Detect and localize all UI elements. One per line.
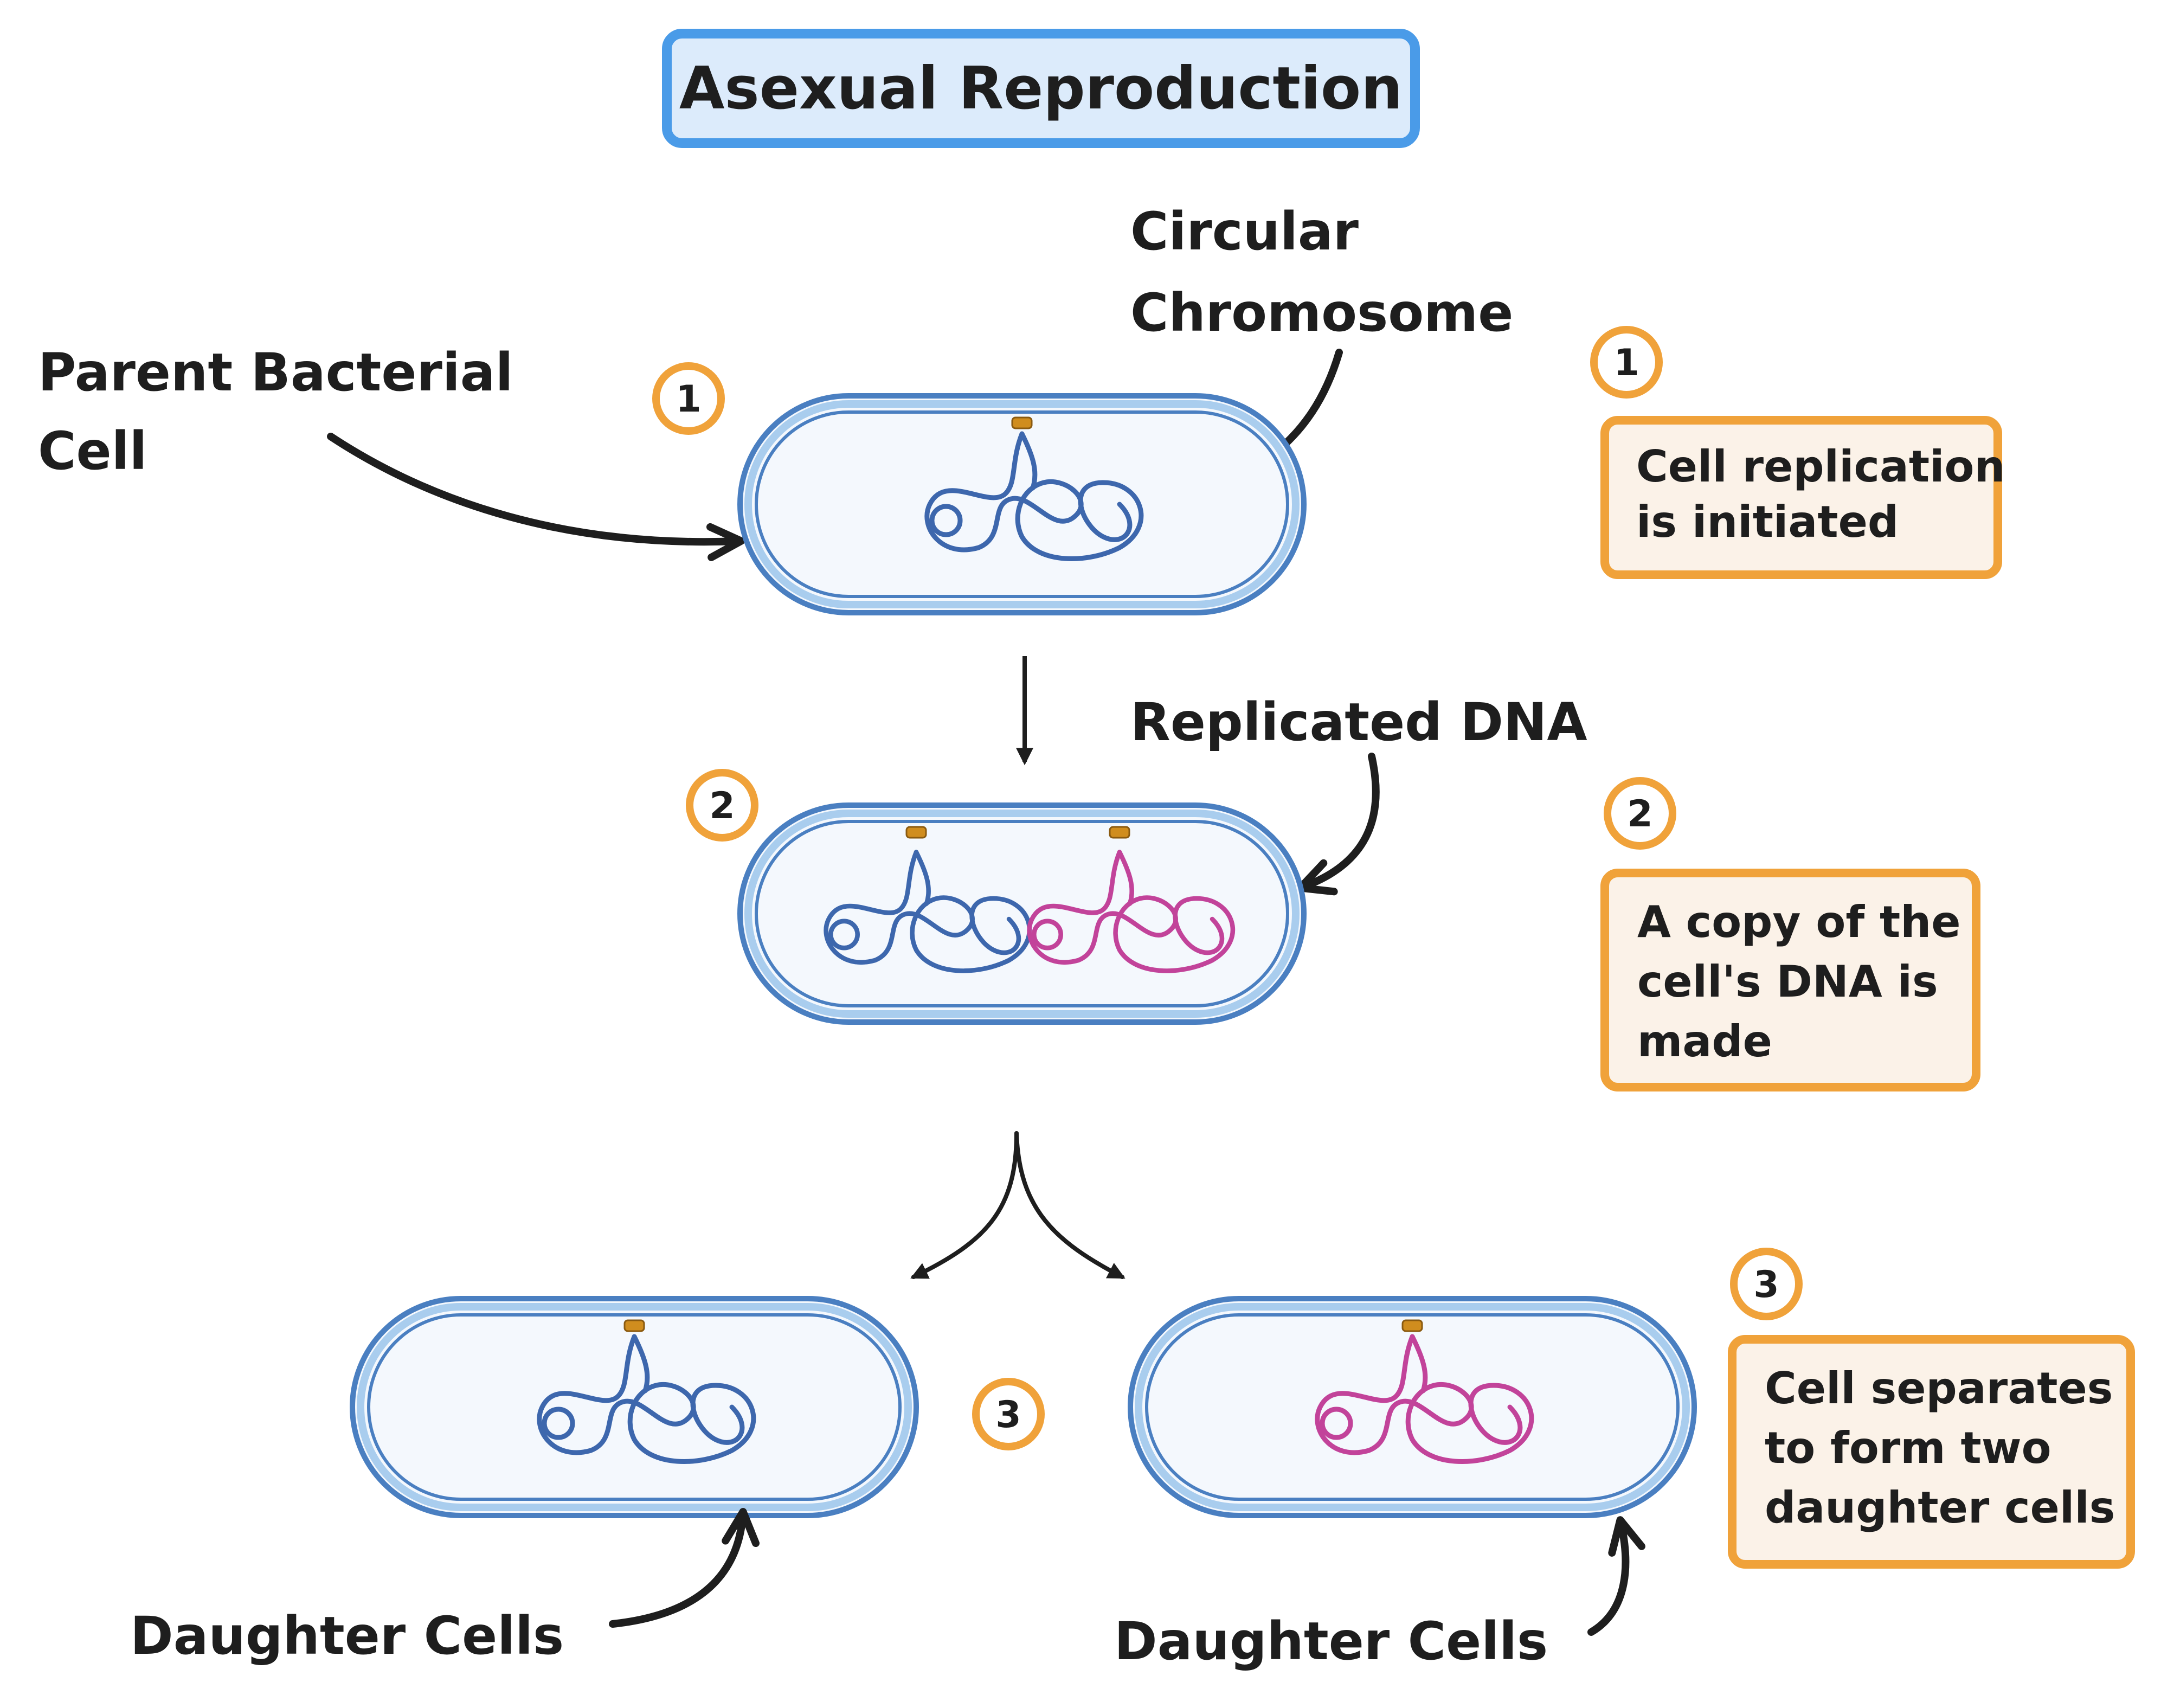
step-3-description: 3 Cell separates to form two daughter ce… [1728, 1251, 2135, 1569]
step-3-line-3: daughter cells [1765, 1482, 2115, 1533]
step-1-box [1600, 416, 2002, 579]
title-banner: Asexual Reproduction [662, 29, 1420, 148]
parent-cell-label-line2: Cell [38, 421, 147, 481]
step-2-number: 2 [1627, 793, 1652, 836]
chromosome-label-line2: Chromosome [1130, 282, 1513, 343]
step-badge-number: 2 [709, 785, 735, 827]
daughter-cell-left [352, 1299, 916, 1516]
chromosome-label-line1: Circular [1130, 201, 1359, 262]
daughter-arrow-left [609, 1508, 760, 1628]
step-3-number: 3 [1753, 1263, 1779, 1306]
step-2-line-1: A copy of the [1637, 897, 1960, 947]
parent-cell-label-line1: Parent Bacterial [38, 342, 513, 403]
step-2-line-2: cell's DNA is [1637, 956, 1938, 1007]
step-2-badge: 2 [1607, 781, 1673, 846]
split-arrow-right [1014, 1131, 1125, 1279]
daughter-cells-label-left: Daughter Cells [130, 1606, 564, 1666]
parent-cell [740, 396, 1304, 613]
replication-origin [1011, 416, 1033, 429]
step-1-badge: 1 [1594, 330, 1659, 395]
replicating-cell [740, 805, 1304, 1022]
step-badge-cell-2: 2 [690, 773, 755, 838]
title-box [662, 29, 1420, 148]
replication-origin-original [905, 826, 927, 839]
replication-origin-copy [1109, 826, 1130, 839]
step-3-badge: 3 [1734, 1251, 1799, 1317]
daughter-cells-label-right: Daughter Cells [1114, 1611, 1548, 1672]
daughter-arrow-right [1587, 1516, 1645, 1636]
step-1-number: 1 [1613, 342, 1639, 384]
step-1-description: 1 Cell replication is initiated [1594, 330, 2005, 579]
step-3-line-1: Cell separates [1765, 1363, 2113, 1414]
step-2-box [1600, 869, 1980, 1091]
replication-origin-right [1401, 1319, 1423, 1332]
step-1-line-1: Cell replication [1636, 441, 2005, 492]
diagram-title: Asexual Reproduction [679, 55, 1403, 123]
step-badge-number: 3 [995, 1394, 1021, 1436]
step-badge-cell-1: 1 [656, 366, 721, 431]
replication-origin-left [623, 1319, 645, 1332]
step-1-line-2: is initiated [1636, 497, 1899, 547]
step-badge-cell-3: 3 [976, 1382, 1041, 1447]
parent-cell-arrow [327, 433, 745, 561]
step-2-description: 2 A copy of the cell's DNA is made [1600, 781, 1980, 1091]
replicated-dna-arrow [1296, 753, 1380, 896]
step-3-line-2: to form two [1765, 1423, 2051, 1473]
step-3-box [1728, 1335, 2135, 1569]
daughter-cell-right [1130, 1299, 1694, 1516]
step-2-line-3: made [1637, 1016, 1772, 1067]
replicated-dna-label: Replicated DNA [1130, 692, 1587, 753]
split-arrow-left [910, 1131, 1019, 1279]
step-badge-number: 1 [676, 378, 701, 421]
